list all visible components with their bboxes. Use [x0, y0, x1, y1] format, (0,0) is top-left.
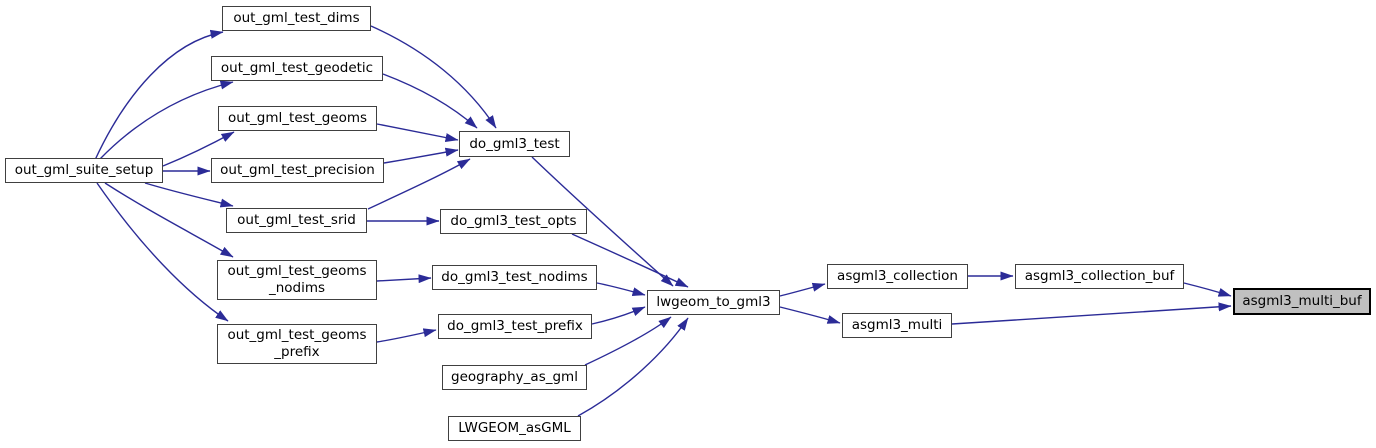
node-do_gml3_test[interactable]: do_gml3_test [459, 131, 570, 157]
edge-test_prefix-to-lwgeom_to_gml3 [591, 306, 646, 325]
node-out_gml_test_srid[interactable]: out_gml_test_srid [226, 208, 367, 233]
edge-test_nodims-to-lwgeom_to_gml3 [596, 282, 646, 296]
edge-geoms_prefix-to-test_prefix [376, 328, 437, 343]
node-asgml3_multi_buf: asgml3_multi_buf [1233, 288, 1371, 315]
edge-test_geoms-to-do_gml3_test [376, 123, 459, 142]
edge-geography_as_gml-to-lwgeom_to_gml3 [584, 316, 672, 366]
node-LWGEOM_asGML[interactable]: LWGEOM_asGML [448, 416, 581, 441]
node-out_gml_test_geoms_nodims[interactable]: out_gml_test_geoms _nodims [217, 260, 377, 300]
edge-suite_setup-to-geoms_prefix [96, 182, 229, 322]
node-out_gml_suite_setup[interactable]: out_gml_suite_setup [5, 158, 163, 183]
edge-test_opts-to-lwgeom_to_gml3 [571, 233, 689, 288]
edge-test_dims-to-do_gml3_test [370, 25, 497, 129]
node-lwgeom_to_gml3[interactable]: lwgeom_to_gml3 [647, 290, 780, 315]
node-out_gml_test_geoms[interactable]: out_gml_test_geoms [218, 106, 377, 131]
edge-lwgeom_to_gml3-to-asgml3_collection [779, 282, 826, 297]
node-out_gml_test_precision[interactable]: out_gml_test_precision [211, 158, 384, 183]
edge-suite_setup-to-test_dims [94, 29, 224, 161]
node-geography_as_gml[interactable]: geography_as_gml [442, 365, 587, 390]
edge-lwgeom_to_gml3-to-asgml3_multi [779, 306, 841, 324]
node-asgml3_multi[interactable]: asgml3_multi [842, 313, 952, 338]
edge-test_geodetic-to-do_gml3_test [382, 73, 478, 129]
edge-test_srid-to-do_gml3_test [367, 158, 471, 210]
node-out_gml_test_geoms_prefix[interactable]: out_gml_test_geoms _prefix [217, 324, 377, 364]
edge-LWGEOM_asGML-to-lwgeom_to_gml3 [577, 317, 689, 417]
node-do_gml3_test_prefix[interactable]: do_gml3_test_prefix [438, 314, 592, 339]
edge-suite_setup-to-test_geodetic [99, 80, 234, 160]
node-do_gml3_test_nodims[interactable]: do_gml3_test_nodims [432, 265, 597, 290]
node-do_gml3_test_opts[interactable]: do_gml3_test_opts [440, 209, 587, 234]
node-asgml3_collection[interactable]: asgml3_collection [827, 264, 968, 289]
edge-geoms_nodims-to-test_nodims [376, 274, 432, 284]
edge-suite_setup-to-test_geoms [162, 131, 235, 167]
node-out_gml_test_dims[interactable]: out_gml_test_dims [222, 6, 371, 31]
node-asgml3_collection_buf[interactable]: asgml3_collection_buf [1015, 264, 1184, 289]
edge-test_precision-to-do_gml3_test [383, 147, 459, 164]
edge-asgml3_multi-to-multi_buf [951, 302, 1232, 325]
node-out_gml_test_geodetic[interactable]: out_gml_test_geodetic [211, 56, 383, 81]
edge-suite_setup-to-geoms_nodims [104, 182, 234, 258]
edge-suite_setup-to-test_srid [144, 182, 234, 208]
edge-collection_buf-to-multi_buf [1183, 282, 1232, 297]
